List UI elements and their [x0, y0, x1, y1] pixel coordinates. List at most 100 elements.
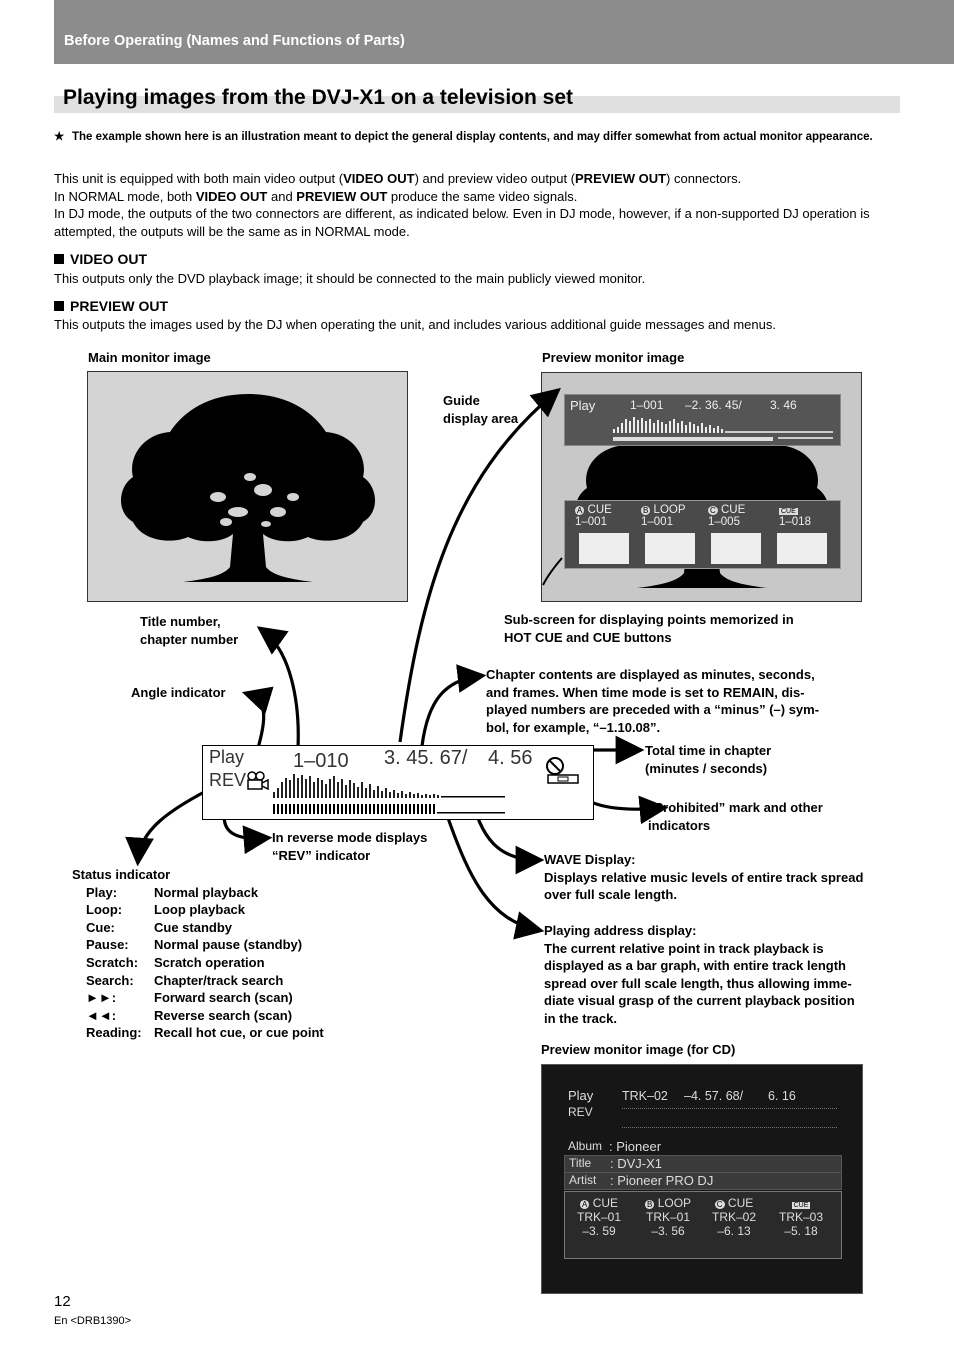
- display-panel: Play REV 1–010 3. 45. 67/ 4. 56: [202, 745, 594, 820]
- main-monitor: [87, 371, 408, 602]
- list-item: Reading: Recall hot cue, or cue point: [86, 1024, 324, 1042]
- list-item: Pause:Normal pause (standby): [86, 936, 324, 954]
- intro-text: produce the same video signals.: [387, 188, 578, 204]
- chapter-contents-label: Chapter contents are displayed as minute…: [486, 666, 819, 736]
- label-line: display area: [443, 410, 519, 426]
- time-readout: –4. 57. 68/: [684, 1089, 744, 1103]
- page-number: 12: [54, 1293, 71, 1310]
- label-line: “REV” indicator: [272, 847, 371, 863]
- status-indicator-list: Status indicator Play:Normal playback Lo…: [72, 866, 324, 1042]
- status-value: Reverse search (scan): [154, 1007, 293, 1023]
- list-item: Loop: Loop playback: [86, 901, 324, 919]
- guide-display-area: Play 1–001 –2. 36. 45/ 3. 46: [564, 394, 841, 446]
- label-line: played numbers are preceded with a “minu…: [486, 702, 820, 717]
- status-key: ◄◄:: [86, 1007, 117, 1023]
- cue-number: 1–001: [575, 516, 607, 528]
- track-info: Album: Pioneer Title: DVJ-X1 Artist: Pio…: [564, 1139, 842, 1190]
- status-value: Scratch operation: [154, 954, 265, 970]
- section-header-bar: Before Operating (Names and Functions of…: [54, 0, 954, 64]
- cue-number: 1–018: [779, 516, 811, 528]
- wave-display-label: WAVE Display: Displays relative music le…: [544, 851, 863, 904]
- status-value: Loop playback: [154, 902, 246, 918]
- intro-text: This unit is equipped with both main vid…: [54, 171, 344, 186]
- note-text: The example shown here is an illustratio…: [72, 131, 873, 143]
- cue-name: CUE: [587, 504, 612, 516]
- total-time: 6. 16: [768, 1089, 796, 1103]
- intro-bold: PREVIEW OUT: [296, 188, 388, 204]
- intro-text: ) connectors.: [666, 171, 742, 186]
- intro-bold: VIDEO OUT: [195, 188, 268, 204]
- title-row: Title : DVJ-X1: [564, 1155, 842, 1173]
- label-line: Chapter contents are displayed as minute…: [486, 667, 815, 682]
- cue-name: CUE: [720, 504, 746, 516]
- cue-track: TRK–03: [779, 1210, 824, 1224]
- section-header: Before Operating (Names and Functions of…: [64, 33, 405, 49]
- album-value: : Pioneer: [609, 1139, 662, 1154]
- main-monitor-label: Main monitor image: [88, 350, 211, 365]
- badge-b-icon: B: [641, 506, 651, 515]
- badge-b-icon: B: [645, 1200, 655, 1209]
- status-key: Cue:: [86, 919, 115, 935]
- list-item: Cue: Cue standby: [86, 919, 324, 937]
- wave-display: [613, 417, 833, 441]
- label-line: Displays relative music levels of entire…: [544, 869, 864, 885]
- label-line: WAVE Display:: [544, 852, 636, 867]
- video-out-heading: VIDEO OUT: [54, 251, 147, 267]
- label-line: displayed as a bar graph, with entire tr…: [544, 958, 846, 973]
- total-time-label: Total time in chapter(minutes / seconds): [645, 742, 771, 777]
- status-key: Pause:: [86, 937, 129, 953]
- status-play: Play: [568, 1088, 594, 1103]
- page-title: Playing images from the DVJ-X1 on a tele…: [63, 86, 573, 109]
- status-key: Loop:: [86, 902, 123, 918]
- status-value: Recall hot cue, or cue point: [154, 1025, 324, 1041]
- chapter-number: 1–010: [293, 750, 349, 772]
- tree-icon: [120, 394, 376, 582]
- badge-a-icon: A: [580, 1200, 590, 1209]
- label-line: over full scale length.: [544, 887, 677, 902]
- label-line: The current relative point in track play…: [544, 940, 824, 956]
- status-value: Cue standby: [154, 919, 233, 935]
- title-number-label: Title number,chapter number: [140, 613, 238, 648]
- doc-code: En <DRB1390>: [54, 1315, 132, 1327]
- cue-track: TRK–01: [646, 1210, 691, 1224]
- label-line: HOT CUE and CUE buttons: [504, 629, 672, 645]
- label-line: spread over full scale length, thus allo…: [544, 975, 852, 991]
- badge-c-icon: C: [714, 1200, 725, 1209]
- label-line: Title number,: [140, 614, 221, 629]
- cue-time: –3. 59: [582, 1224, 616, 1238]
- heading-text: PREVIEW OUT: [70, 298, 169, 314]
- title-value: : DVJ-X1: [610, 1156, 663, 1171]
- status-play: Play: [209, 747, 245, 767]
- cue-name: LOOP: [653, 504, 686, 516]
- status-key: ►►:: [86, 990, 117, 1006]
- cue-number: 1–005: [708, 516, 740, 528]
- cue-thumbnail-house: [777, 533, 827, 564]
- rev-indicator: REV: [568, 1105, 593, 1119]
- title-underlay: [54, 96, 900, 113]
- status-key: Reading:: [86, 1025, 142, 1041]
- angle-indicator-label: Angle indicator: [131, 685, 226, 700]
- list-item: Search:Chapter/track search: [86, 972, 324, 990]
- list-item: Scratch:Scratch operation: [86, 954, 324, 972]
- intro-bold: VIDEO OUT: [343, 171, 415, 186]
- subscreen-label: Sub-screen for displaying points memoriz…: [504, 611, 794, 646]
- artist-key: Artist: [569, 1173, 597, 1187]
- title-key: Title: [569, 1156, 592, 1170]
- total-time: 3. 46: [770, 398, 797, 412]
- cd-preview-monitor: Play REV TRK–02 –4. 57. 68/ 6. 16 Album:…: [541, 1064, 863, 1294]
- cue-track: TRK–02: [712, 1210, 757, 1224]
- artist-value: : Pioneer PRO DJ: [610, 1173, 714, 1188]
- label-line: and frames. When time mode is set to REM…: [486, 684, 805, 700]
- status-value: Forward search (scan): [154, 990, 293, 1006]
- artist-row: Artist : Pioneer PRO DJ: [564, 1172, 842, 1190]
- rev-label: In reverse mode displays“REV” indicator: [272, 829, 427, 864]
- video-out-text: This outputs only the DVD playback image…: [54, 271, 646, 286]
- angle-camera-icon: [247, 771, 269, 791]
